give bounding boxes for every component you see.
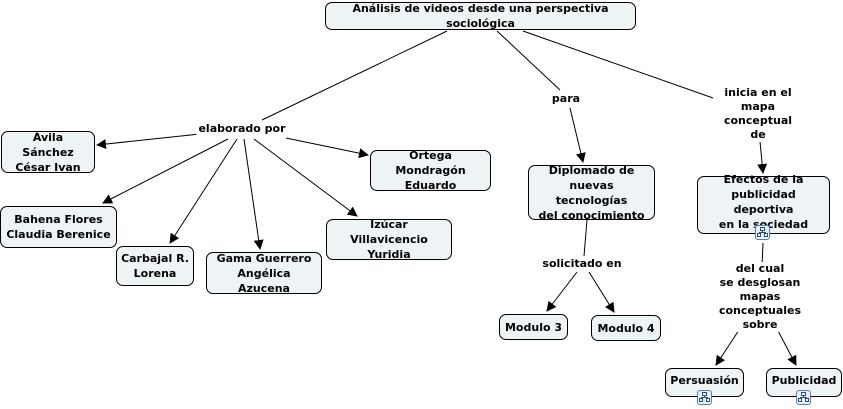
- arrow-modulo4: [588, 271, 615, 313]
- concept-carbajal[interactable]: Carbajal R. Lorena: [116, 246, 194, 286]
- link-elaborado-por: elaborado por: [196, 122, 288, 136]
- arrow-avila: [96, 133, 201, 150]
- line-diplomado-solicitado: [583, 219, 588, 257]
- link-para: para: [549, 92, 583, 106]
- concept-modulo4[interactable]: Modulo 4: [591, 315, 661, 341]
- arrow-izucar: [253, 138, 358, 217]
- concept-modulo3[interactable]: Modulo 3: [499, 314, 568, 340]
- link-inicia: inicia en el mapa conceptual de: [715, 86, 801, 142]
- concept-persuasion[interactable]: Persuasión: [665, 368, 744, 397]
- concept-izucar[interactable]: Izúcar Villavicencio Yuridia: [326, 218, 452, 261]
- concept-avila[interactable]: Ávila Sánchez César Ivan: [1, 131, 95, 174]
- link-del-cual: del cual se desglosan mapas conceptuales…: [716, 262, 804, 332]
- line-root-inicia: [522, 30, 714, 99]
- arrow-ortega: [285, 137, 369, 159]
- concept-efectos[interactable]: Efectos de la publicidad deportiva en la…: [697, 173, 830, 234]
- arrow-diplomado: [569, 107, 586, 163]
- concept-map-link-icon[interactable]: [796, 390, 811, 405]
- concept-map-link-icon[interactable]: [755, 225, 770, 240]
- concept-root[interactable]: Análisis de videos desde una perspectiva…: [325, 2, 636, 30]
- concept-bahena[interactable]: Bahena Flores Claudia Berenice: [0, 206, 117, 248]
- concept-gama[interactable]: Gama Guerrero Angélica Azucena: [206, 252, 322, 295]
- line-root-elaborado: [261, 30, 448, 121]
- arrow-carbajal: [169, 138, 238, 244]
- concept-ortega[interactable]: Ortega Mondragón Eduardo: [370, 149, 491, 192]
- link-solicitado: solicitado en: [540, 257, 624, 271]
- arrow-publicidad: [775, 326, 797, 366]
- arrow-gama: [243, 138, 264, 250]
- concept-map-link-icon[interactable]: [697, 390, 712, 405]
- arrow-modulo3: [546, 271, 578, 312]
- arrow-persuasion: [715, 326, 742, 366]
- concept-diplomado[interactable]: Diplomado de nuevas tecnologías del cono…: [528, 164, 655, 222]
- arrow-bahena: [102, 138, 229, 204]
- line-root-para: [496, 30, 561, 91]
